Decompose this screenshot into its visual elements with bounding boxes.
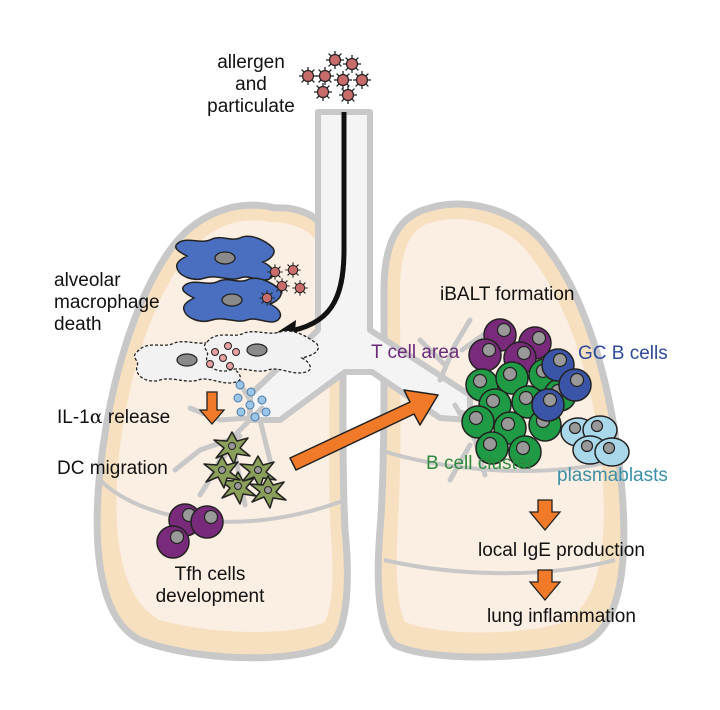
dc-migration-label: DC migration [57, 458, 168, 479]
local-ige-label: local IgE production [478, 540, 645, 561]
inflammation-arrow [528, 569, 562, 602]
il1a-label: IL-1α release [57, 406, 171, 428]
allergen-particles [298, 50, 372, 105]
release-arrow [198, 391, 226, 425]
ibalt-label: iBALT formation [440, 284, 575, 305]
plasmablasts-label: plasmablasts [557, 465, 668, 486]
released-particles [206, 342, 240, 370]
il1a-dots [233, 380, 271, 422]
migration-arrow [289, 389, 439, 471]
ige-arrow [528, 499, 562, 532]
allergen-label: allergen and particulate [207, 52, 295, 117]
alveolar-macrophages [174, 235, 282, 323]
gc-b-cells-label: GC B cells [578, 343, 668, 364]
b-cell-cluster-label: B cell cluster [426, 453, 534, 474]
t-cell-area-label: T cell area [371, 342, 460, 363]
tfh-label: Tfh cells development [155, 564, 265, 607]
alveolar-macrophage-label: alveolar macrophage death [54, 270, 160, 335]
airflow-arrow [284, 112, 347, 335]
lung-inflammation-label: lung inflammation [487, 606, 636, 627]
